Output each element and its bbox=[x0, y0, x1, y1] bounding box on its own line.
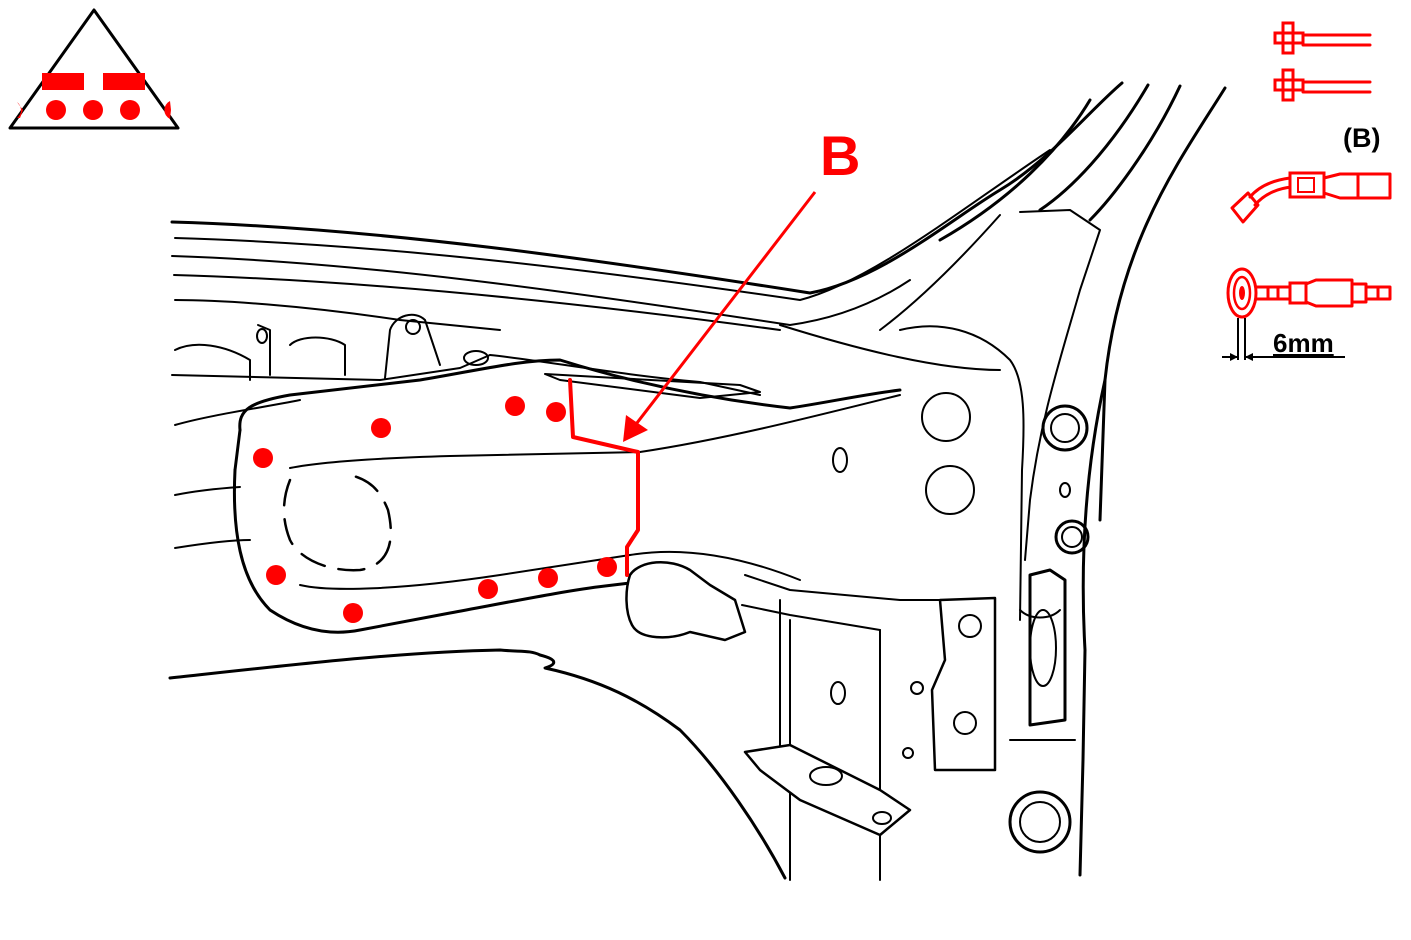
spot-weld-point bbox=[505, 396, 525, 416]
spot-weld-points bbox=[253, 396, 617, 623]
callout-b: B bbox=[623, 124, 860, 442]
spot-weld-point bbox=[546, 402, 566, 422]
spot-weld-symbol-icon bbox=[8, 8, 180, 130]
spot-weld-point bbox=[343, 603, 363, 623]
cut-line bbox=[568, 378, 640, 577]
legend-section-label: (B) bbox=[1343, 123, 1380, 153]
measurement-dimension: 6mm bbox=[1222, 318, 1345, 361]
spot-weld-electrode-icon bbox=[1273, 21, 1372, 102]
weld-drill-icon bbox=[1230, 171, 1392, 224]
measurement-label: 6mm bbox=[1273, 328, 1334, 358]
spot-weld-cutter-icon bbox=[1226, 267, 1392, 319]
spot-weld-point bbox=[253, 448, 273, 468]
spot-weld-point bbox=[266, 565, 286, 585]
spot-weld-point bbox=[538, 568, 558, 588]
spot-weld-point bbox=[371, 418, 391, 438]
spot-weld-point bbox=[597, 557, 617, 577]
spot-weld-point bbox=[478, 579, 498, 599]
callout-label: B bbox=[820, 124, 860, 187]
body-structure-drawing bbox=[168, 81, 1227, 881]
